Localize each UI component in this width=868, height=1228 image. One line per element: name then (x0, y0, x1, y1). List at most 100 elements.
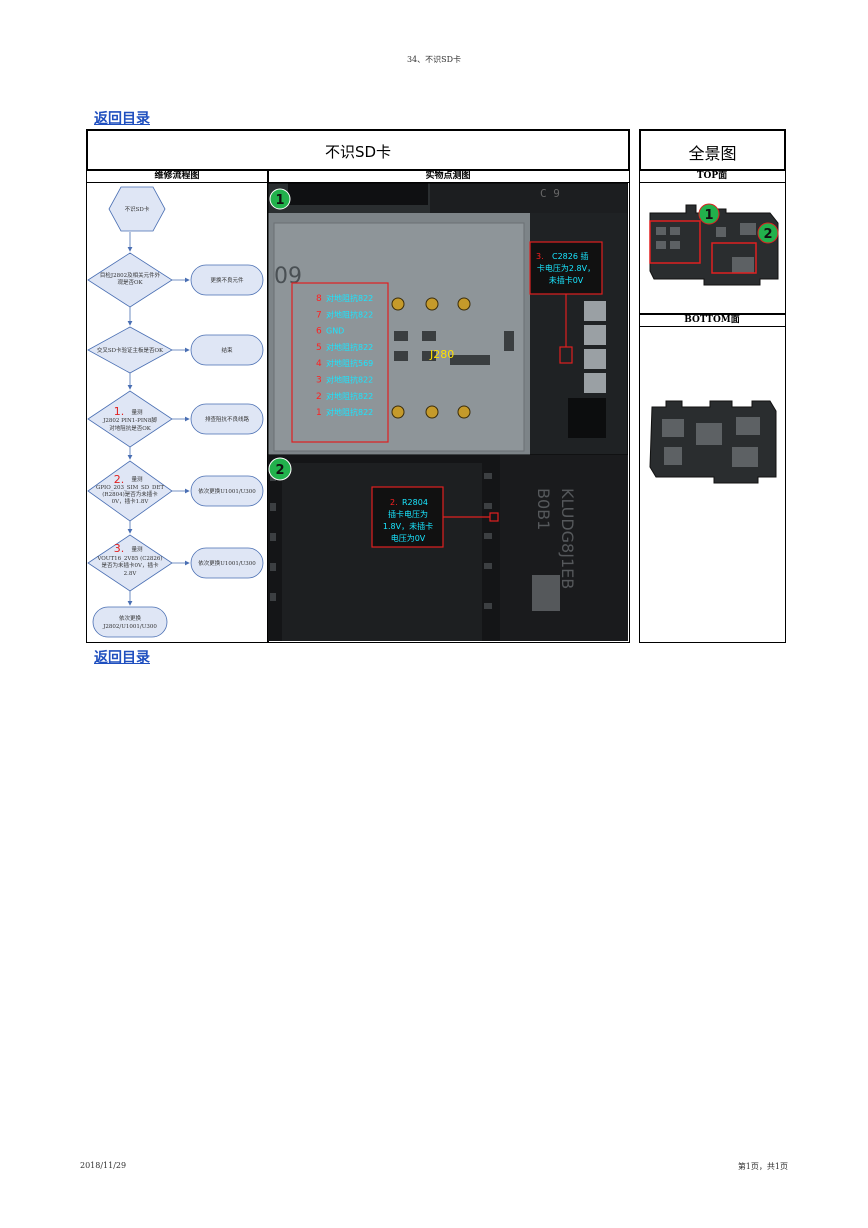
flow-a2-shape (190, 334, 264, 366)
pin-impedance-label: 对地阻抗569 (326, 358, 373, 368)
flow-q4-line4: 0V，插卡1.8V (112, 497, 150, 505)
pin-impedance-label: 对地阻抗822 (326, 375, 373, 385)
flow-a2-text: 结束 (221, 346, 233, 354)
flow-q1-line2: 观是否OK (117, 279, 143, 286)
flow-q5-line2: VOUT16_2V85 (C2826) (96, 555, 162, 562)
photo-marker-1 (269, 188, 291, 210)
flowchart: 不识SD卡 目检J2802及相关元件外 观是否OK 更换不良元件 交叉SD卡验证… (87, 186, 264, 638)
chip-text-2: KLUDG8J1EB (558, 488, 577, 589)
bottom-header-cell: BOTTOM面 (639, 313, 786, 327)
flow-a5-text: 依次更换U1001/U300 (198, 559, 256, 567)
flow-a3-text: 排查阻抗不良线路 (205, 415, 250, 423)
pin-number: 4 (316, 359, 322, 369)
flow-a5-shape (190, 547, 264, 579)
flow-q5-line4: 2.8V (124, 571, 138, 577)
top-code-text: C 9 (540, 187, 560, 200)
c2826-line3: 未插卡0V (549, 275, 584, 285)
flow-q4-number: 2. (114, 473, 125, 486)
chip-side-text: 09 (274, 264, 302, 289)
flow-a3-shape (190, 403, 264, 435)
r2804-number: 2. (390, 498, 398, 507)
overview-title: 全景图 (688, 144, 737, 163)
c2826-callout-box (529, 241, 603, 295)
pin-number: 7 (316, 310, 322, 320)
overview-marker-1 (698, 203, 720, 225)
r2804-line2: 插卡电压为 (388, 509, 428, 519)
overview-marker-2-text: 2 (763, 227, 772, 242)
title-cell: 不识SD卡 (86, 129, 630, 171)
page-header: 34、不识SD卡 (406, 55, 462, 64)
pins-list: 8 对地阻抗822 7 对地阻抗822 6 GND 5 对地阻抗822 4 对地阻抗569 3 对地阻… (316, 293, 373, 418)
photo-header: 实物点测图 (425, 171, 471, 181)
measurement-photo: C 9 09 1 8 对地阻抗822 7 对地阻抗822 6 GND 5 对地阻抗822 4 对地… (268, 183, 628, 641)
c2826-line2: 卡电压为2.8V， (537, 263, 595, 273)
footer-date: 2018/11/29 (80, 1161, 127, 1170)
bottom-view-cell (639, 326, 786, 643)
pins-annotation-box (291, 282, 389, 443)
pin-number: 8 (316, 294, 322, 304)
flow-a4-shape (190, 475, 264, 507)
photo-marker-2 (268, 457, 292, 481)
bottom-view-image (649, 400, 777, 484)
flow-q5-number: 3. (114, 542, 125, 555)
top-view-cell: 1 2 (639, 182, 786, 315)
c2826-number: 3. (536, 252, 544, 261)
flow-q4-line1: 量测 (131, 475, 143, 483)
pin-impedance-label: 对地阻抗822 (326, 407, 373, 417)
photo-marker-2-text: 2 (275, 463, 284, 478)
flow-q3-line1: 量测 (131, 408, 143, 416)
photo-cell: C 9 09 1 8 对地阻抗822 7 对地阻抗822 6 GND 5 对地阻抗822 4 对地… (267, 182, 630, 643)
pin-impedance-label: 对地阻抗822 (326, 391, 373, 401)
r2804-line1: R2804 (402, 498, 428, 507)
overview-title-cell: 全景图 (639, 129, 786, 171)
pin-number: 6 (316, 327, 322, 337)
flow-end-line1: 依次更换 (119, 614, 142, 622)
flow-q4-line3: (R2804)是否为未插卡 (102, 490, 158, 498)
flow-a1-shape (190, 264, 264, 296)
flow-q4-line2: GPIO_203_SIM_SD_DET (96, 485, 164, 491)
flow-end-line2: J2802/U1001/U300 (102, 624, 157, 630)
top-header: TOP面 (696, 171, 728, 181)
overview-marker-2 (757, 222, 779, 244)
flow-q5-line1: 量测 (131, 545, 143, 553)
flow-q3-number: 1. (114, 405, 125, 418)
flow-q1-line1: 目检J2802及相关元件外 (100, 271, 161, 279)
pin-impedance-label: 对地阻抗822 (326, 293, 373, 303)
flow-q5-line3: 是否为未插卡0V，插卡 (102, 561, 159, 569)
flow-header-cell: 维修流程图 (86, 169, 269, 183)
photo-marker-1-text: 1 (275, 193, 284, 208)
flow-a1-text: 更换不良元件 (210, 276, 244, 284)
flowchart-cell: 不识SD卡 目检J2802及相关元件外 观是否OK 更换不良元件 交叉SD卡验证… (86, 182, 269, 643)
flow-q4-shape (87, 460, 173, 522)
pin-impedance-label: GND (326, 327, 344, 336)
pin-impedance-label: 对地阻抗822 (326, 309, 373, 319)
photo-header-cell: 实物点测图 (267, 169, 630, 183)
pin-number: 5 (316, 343, 322, 353)
pin-impedance-label: 对地阻抗822 (326, 342, 373, 352)
flow-q3-line2: J2802 PIN1-PIN8脚 (102, 416, 157, 424)
flow-q3-line3: 对地阻抗是否OK (109, 424, 152, 432)
bottom-header: BOTTOM面 (684, 315, 740, 325)
top-view-image: 1 2 (649, 203, 779, 286)
flow-start-text: 不识SD卡 (125, 205, 150, 213)
flow-q2-text: 交叉SD卡验证主板是否OK (97, 346, 164, 354)
pin-number: 1 (316, 408, 322, 418)
j2802-label: J280 (429, 348, 454, 361)
chip-text-1: B0B1 (534, 488, 553, 530)
pin-number: 2 (316, 392, 322, 402)
flow-end-shape (92, 606, 168, 638)
top-view-box-1 (649, 220, 701, 264)
flow-a4-text: 依次更换U1001/U300 (198, 487, 256, 495)
flow-start-shape (108, 186, 166, 232)
top-view-box-2 (711, 242, 757, 274)
c2826-line1: C2826 插 (552, 251, 589, 261)
back-to-contents-link-bottom[interactable]: 返回目录 (94, 650, 150, 666)
footer-page-number: 第1页，共1页 (737, 1162, 788, 1171)
r2804-line3: 1.8V，未插卡 (383, 521, 433, 531)
main-title: 不识SD卡 (324, 143, 392, 161)
top-header-cell: TOP面 (639, 169, 786, 183)
back-to-contents-link[interactable]: 返回目录 (94, 111, 150, 127)
flow-header: 维修流程图 (154, 171, 200, 181)
pin-number: 3 (316, 376, 322, 386)
r2804-line4: 电压为0V (391, 533, 426, 543)
